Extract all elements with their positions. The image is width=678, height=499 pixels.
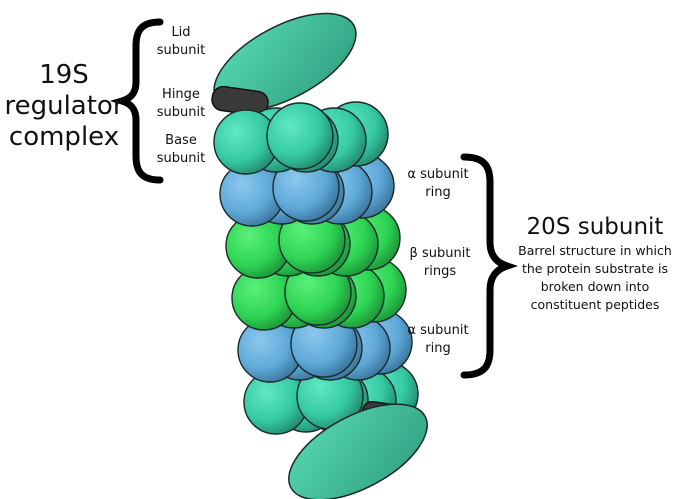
core-particle-title: 20S subunit [520, 212, 670, 243]
core-particle-description: Barrel structure in which the protein su… [516, 242, 674, 315]
base-ring-front-subunit [267, 103, 333, 169]
regulator-complex-title: 19S regulator complex [4, 60, 124, 154]
hinge-subunit-label: Hinge subunit [143, 86, 219, 121]
base-ring [214, 102, 388, 174]
base-subunit-label: Base subunit [143, 132, 219, 167]
alpha-ring-bottom-label: α subunit ring [396, 322, 480, 357]
beta-rings-label: β subunit rings [398, 245, 482, 280]
alpha-ring-top-label: α subunit ring [396, 166, 480, 201]
lid-subunit-label: Lid subunit [146, 24, 216, 59]
